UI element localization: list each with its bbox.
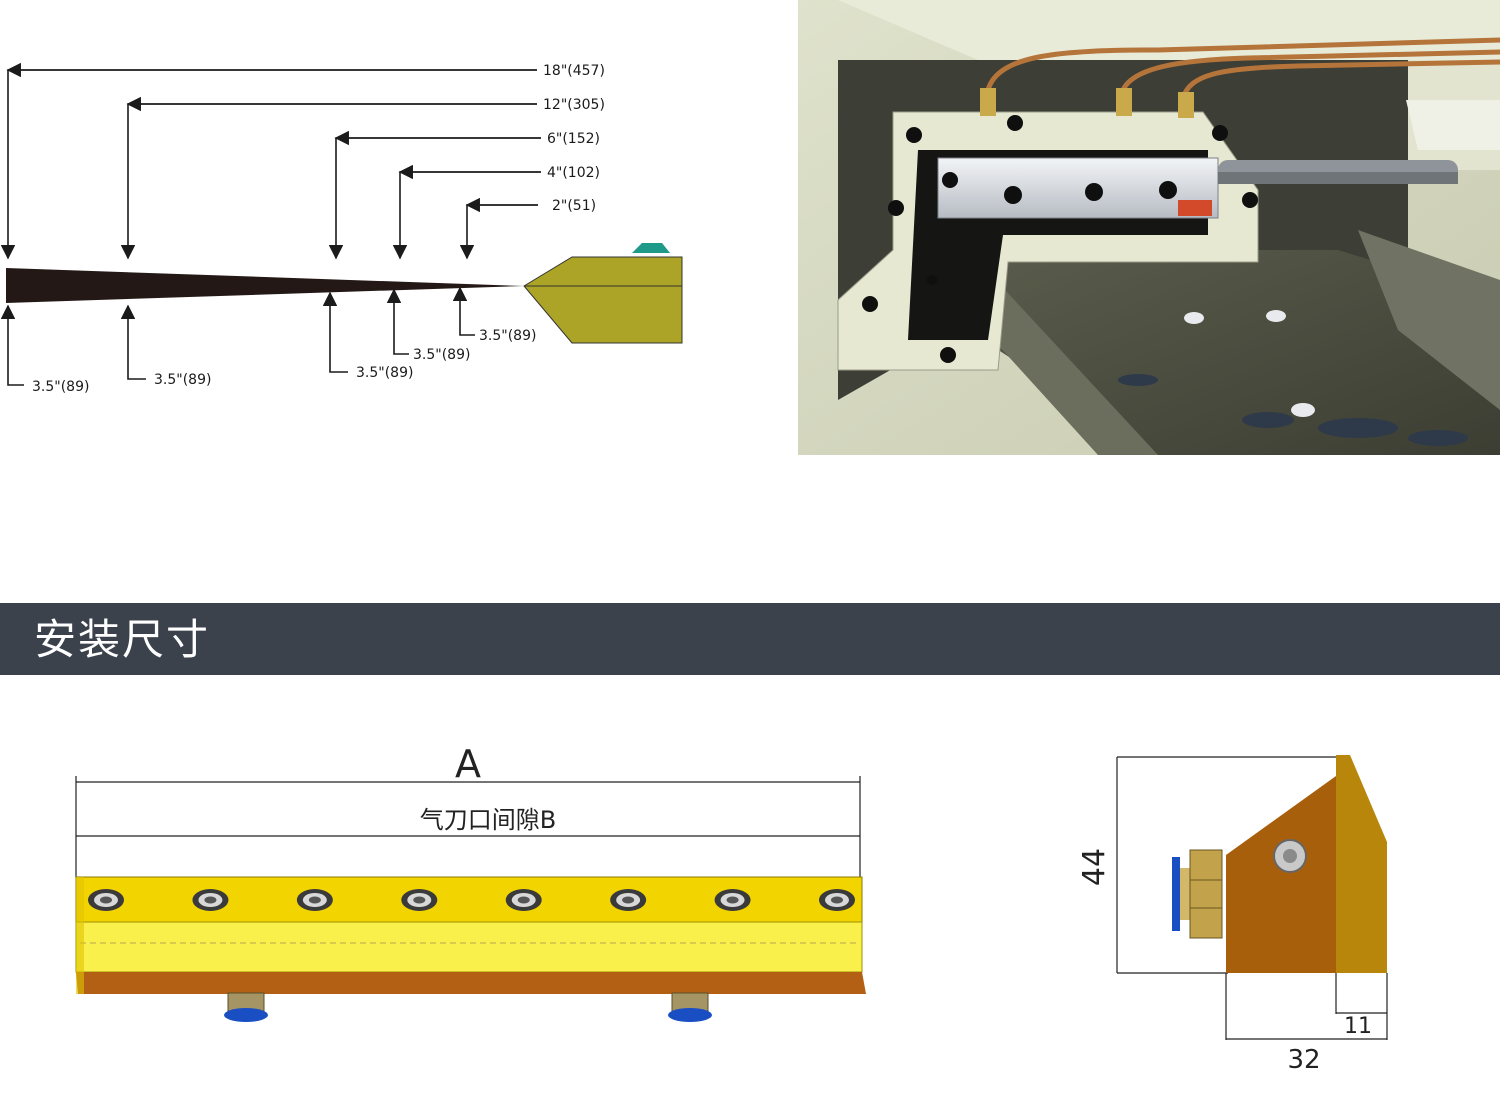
section-title: 安装尺寸 <box>34 615 211 664</box>
mounting-bolt-icon <box>401 889 438 911</box>
distance-label-6: 6"(152) <box>547 131 600 147</box>
distance-label-12: 12"(305) <box>543 97 605 113</box>
mounting-bolt-icon <box>505 889 542 911</box>
dimension-a-label: A <box>455 742 481 786</box>
height-dimension-label: 44 <box>1077 848 1112 886</box>
tip-dimension-label: 11 <box>1344 1014 1372 1039</box>
mounting-bolt-icon <box>88 889 124 911</box>
airflow-diagram: 18"(457) 12"(305) 6"(152) 4"(102) 2"(51)… <box>0 62 683 395</box>
air-inlet-fitting <box>668 992 712 1022</box>
width-label-3: 3.5"(89) <box>356 365 413 381</box>
side-plate <box>1336 755 1387 973</box>
distance-label-18: 18"(457) <box>543 63 605 79</box>
mounting-bolt-icon <box>714 889 751 911</box>
width-dimension-label: 32 <box>1287 1045 1320 1075</box>
dimension-b-label: 气刀口间隙B <box>420 806 556 834</box>
side-body <box>1226 776 1336 973</box>
width-label-2: 3.5"(89) <box>154 372 211 388</box>
section-header-bar <box>0 603 1500 675</box>
width-label-4: 3.5"(89) <box>413 347 470 363</box>
air-knife-side-view: 44 32 11 <box>1077 755 1388 1075</box>
air-stream-wedge <box>6 268 524 303</box>
width-label-5: 3.5"(89) <box>479 328 536 344</box>
installation-photo <box>798 0 1500 455</box>
distance-label-2: 2"(51) <box>552 198 596 214</box>
mounting-bolt-icon <box>610 889 647 911</box>
distance-label-4: 4"(102) <box>547 165 600 181</box>
air-knife-front-view: A 气刀口间隙B <box>75 742 866 1022</box>
distance-leader <box>0 62 541 260</box>
mounting-bolt-icon <box>296 889 333 911</box>
nozzle-icon <box>523 243 683 344</box>
mounting-bolt-icon <box>819 889 855 911</box>
air-inlet-fitting <box>224 992 268 1022</box>
width-label-1: 3.5"(89) <box>32 379 89 395</box>
air-inlet-fitting <box>1172 849 1223 939</box>
width-leader <box>0 286 475 386</box>
mounting-bolt-icon <box>192 889 229 911</box>
